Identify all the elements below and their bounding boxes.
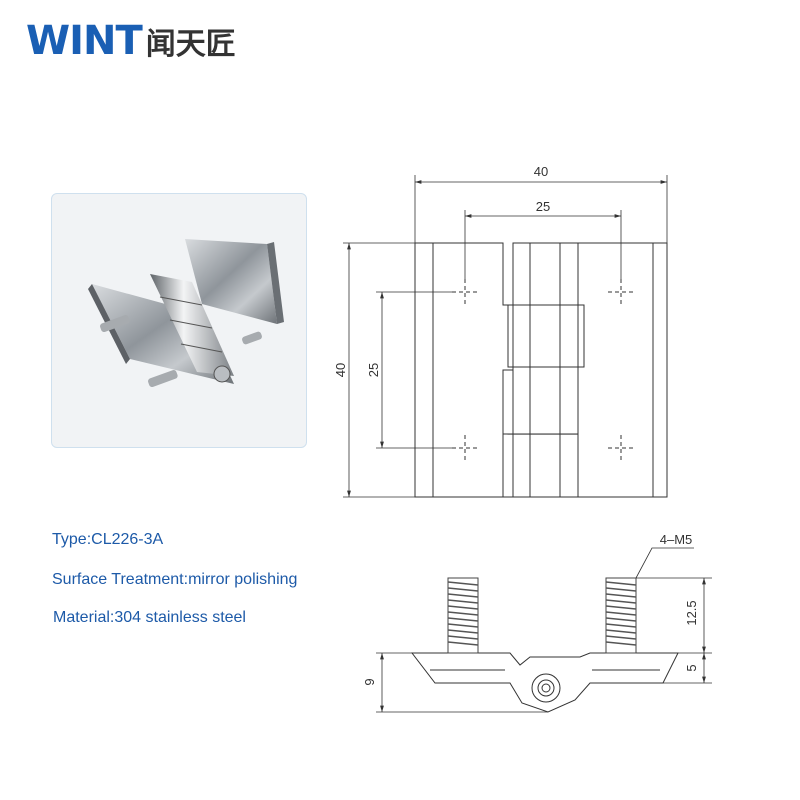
brand-name-cn: 闻天匠 (145, 27, 236, 62)
dim-hole-spacing-y: 25 (366, 363, 381, 377)
spec-surface-treatment: Surface Treatment:mirror polishing (52, 571, 298, 588)
front-dimensions (343, 175, 668, 498)
hinge-photo-illustration (88, 239, 284, 388)
thread-spec-label: 4–M5 (660, 532, 693, 547)
side-view (410, 577, 679, 713)
spec-type: Type:CL226-3A (52, 531, 164, 548)
dim-plate-thickness: 5 (684, 664, 699, 671)
dim-overall-width: 40 (534, 164, 548, 179)
spec-material: Material:304 stainless steel (53, 609, 246, 626)
product-photo (51, 193, 307, 448)
brand-name-en: WINT (26, 18, 143, 64)
dim-thread-length: 12.5 (684, 600, 699, 625)
dim-total-height: 9 (362, 678, 377, 685)
dim-overall-height: 40 (333, 363, 348, 377)
brand-logo: WINT 闻天匠 (26, 18, 236, 64)
front-view (414, 242, 668, 498)
side-dimensions (376, 547, 712, 713)
dim-hole-spacing-x: 25 (536, 199, 550, 214)
